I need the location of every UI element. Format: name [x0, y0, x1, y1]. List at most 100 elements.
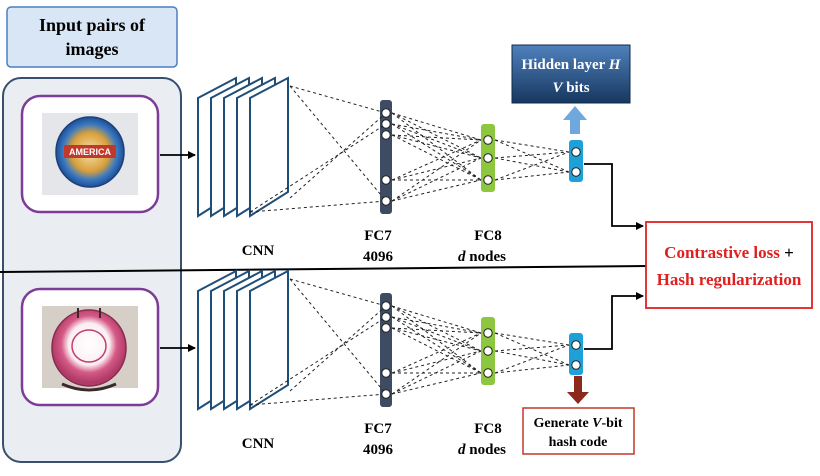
branch-separator-line — [0, 265, 649, 273]
cnn-fc7-connection — [249, 200, 387, 213]
fc7-fc8-connection — [391, 157, 482, 181]
fc8-nodes-label: d nodes — [458, 442, 506, 458]
fc7-fc8-connection — [391, 316, 482, 352]
cnn-fc7-connection — [289, 278, 387, 307]
branch-top: CNN FC7 4096 FC8 d nodes — [197, 76, 583, 265]
fc8-hidden-connection — [494, 139, 570, 153]
fc7-node — [381, 130, 391, 140]
svg-text:Generate V-bit: Generate V-bit — [533, 416, 622, 431]
fc7-fc8-connection — [391, 305, 482, 374]
cnn-fc7-connection — [289, 85, 387, 114]
fc7-fc8-connection — [391, 179, 482, 202]
hash-bit: -bit — [602, 416, 623, 431]
hidden-layer-text-a: Hidden layer — [522, 57, 609, 73]
hash-down-arrow — [567, 376, 589, 404]
loss-hash-regularization: Hash regularization — [657, 270, 802, 289]
cnn-fc7-connection — [249, 316, 387, 406]
input-image-top: AMERICA — [20, 94, 160, 214]
svg-text:V bits: V bits — [552, 80, 589, 96]
fc7-layer — [380, 293, 392, 407]
fc8-hidden-connection — [494, 157, 570, 173]
fc7-label: FC7 — [364, 228, 392, 244]
cnn-label: CNN — [242, 436, 275, 452]
fc7-fc8-connection — [391, 372, 482, 395]
cnn-fc7-connection — [289, 278, 387, 395]
input-header-line2: images — [66, 39, 119, 59]
loss-box: Contrastive loss + Hash regularization — [645, 221, 813, 309]
input-header-line1: Input pairs of — [39, 15, 146, 35]
fc8-nodes-label: d nodes — [458, 249, 506, 265]
fc7-fc8-connection — [391, 139, 482, 181]
fc7-node — [381, 175, 391, 185]
fc7-fc8-connection — [391, 134, 482, 181]
fc7-size-label: 4096 — [363, 249, 394, 265]
cnn-fc7-connection — [289, 85, 387, 202]
hidden-layer-H: H — [608, 57, 622, 73]
hidden-layer-box: Hidden layer H V bits — [511, 44, 631, 104]
cnn-feature-map — [249, 76, 289, 218]
cnn-stack — [197, 76, 289, 218]
fc8-hidden-connection — [494, 171, 570, 181]
hash-generate: Generate — [533, 416, 592, 431]
fc8-node — [483, 368, 493, 378]
fc8-nodes-rest: nodes — [466, 442, 507, 458]
fc8-hidden-connection — [494, 332, 570, 346]
fc7-fc8-connection — [391, 350, 482, 374]
fc8-hidden-connection — [494, 350, 570, 366]
hash-code-box: Generate V-bit hash code — [522, 407, 635, 455]
fc8-node — [483, 153, 493, 163]
fc7-fc8-connection — [391, 123, 482, 181]
fc8-label: FC8 — [474, 228, 502, 244]
fc8-d: d — [458, 442, 466, 458]
bottom-hidden-to-loss-arrow — [584, 292, 644, 350]
fc8-d: d — [458, 249, 466, 265]
fc7-node — [381, 323, 391, 333]
fc8-node — [483, 135, 493, 145]
input-pairs-header: Input pairs of images — [6, 6, 178, 68]
fc7-fc8-connection — [391, 327, 482, 374]
fc7-node — [381, 312, 391, 322]
fc8-node — [483, 346, 493, 356]
cnn-fc7-connection — [249, 393, 387, 406]
hash-V: V — [592, 416, 603, 431]
fc7-node — [381, 389, 391, 399]
fc8-node — [483, 328, 493, 338]
fc8-hidden-connection — [494, 344, 570, 352]
input-image-bottom — [20, 287, 160, 407]
fc8-node — [483, 175, 493, 185]
fc7-fc8-connection — [391, 139, 482, 202]
hidden-layer-bits: bits — [562, 80, 589, 96]
loss-contrastive: Contrastive loss — [664, 243, 780, 262]
hidden-node — [571, 167, 581, 177]
fc7-fc8-connection — [391, 332, 482, 395]
fc7-node — [381, 196, 391, 206]
svg-text:Contrastive loss +: Contrastive loss + — [664, 243, 794, 262]
cnn-fc7-connection — [249, 123, 387, 213]
hidden-layer-V: V — [552, 80, 564, 96]
fc7-node — [381, 119, 391, 129]
fc7-node — [381, 368, 391, 378]
fc8-hidden-connection — [494, 332, 570, 366]
cnn-stack — [197, 269, 289, 411]
hidden-node — [571, 340, 581, 350]
hidden-node — [571, 360, 581, 370]
cnn-feature-map — [249, 269, 289, 411]
fc8-label: FC8 — [474, 421, 502, 437]
fc7-node — [381, 301, 391, 311]
fc7-size-label: 4096 — [363, 442, 394, 458]
fc8-hidden-connection — [494, 344, 570, 374]
fc7-fc8-connection — [391, 157, 482, 202]
fc8-hidden-connection — [494, 364, 570, 374]
fc8-hidden-connection — [494, 139, 570, 173]
cnn-label: CNN — [242, 243, 275, 259]
fc7-fc8-connection — [391, 305, 482, 352]
fc7-layer — [380, 100, 392, 214]
fc7-fc8-connection — [391, 350, 482, 395]
fc7-fc8-connection — [391, 134, 482, 141]
fc7-node — [381, 108, 391, 118]
hidden-up-arrow — [563, 106, 587, 134]
fc7-label: FC7 — [364, 421, 392, 437]
fc8-hidden-connection — [494, 151, 570, 181]
fc7-fc8-connection — [391, 112, 482, 181]
